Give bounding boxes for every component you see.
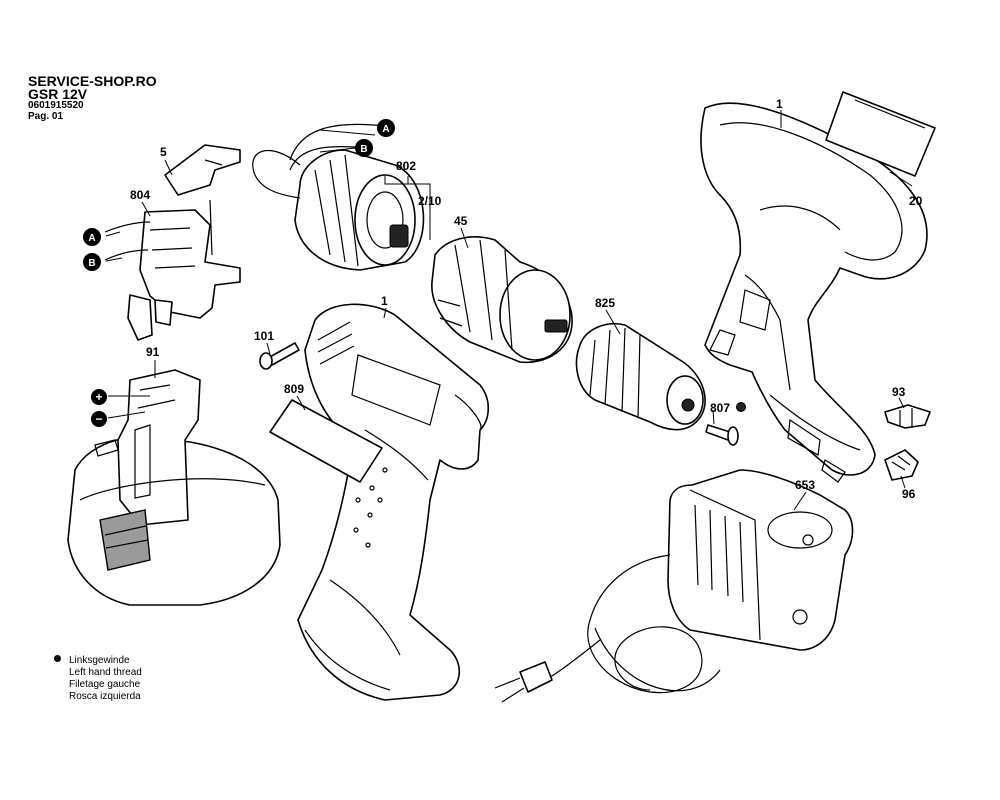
- callout-802: 802: [396, 159, 416, 173]
- svg-text:A: A: [382, 124, 389, 135]
- motor: [252, 123, 425, 271]
- callout-653: 653: [795, 478, 815, 492]
- connector-a-top: A: [377, 119, 395, 137]
- label-strip: [825, 91, 936, 177]
- callout-5: 5: [160, 145, 167, 159]
- legend-line-en: Left hand thread: [69, 667, 142, 678]
- callout-91: 91: [146, 345, 160, 359]
- connector-b-left: B: [83, 253, 101, 271]
- legend-line-es: Rosca izquierda: [69, 691, 141, 702]
- callout-96: 96: [902, 487, 916, 501]
- callout-93: 93: [892, 385, 906, 399]
- model-name: GSR 12V: [28, 86, 88, 102]
- spring-clip: [164, 144, 241, 196]
- legend-line-de: Linksgewinde: [69, 655, 130, 666]
- callout-1-top: 1: [776, 97, 783, 111]
- housing-half-left: [297, 303, 490, 701]
- plus-terminal-marker: +: [91, 389, 107, 405]
- leader-lines: [105, 110, 913, 511]
- side-label: [269, 399, 383, 483]
- callout-101: 101: [254, 329, 274, 343]
- left-thread-dot-icon: [54, 655, 61, 662]
- shop-title: SERVICE-SHOP.RO: [28, 73, 157, 89]
- callout-809: 809: [284, 382, 304, 396]
- switch: [104, 199, 241, 341]
- callout-20: 20: [909, 194, 923, 208]
- bit-holder: [884, 449, 919, 481]
- connector-a-left: A: [83, 228, 101, 246]
- svg-text:B: B: [88, 258, 95, 269]
- callout-825: 825: [595, 296, 615, 310]
- battery-pack: [67, 369, 281, 606]
- minus-terminal-marker: −: [91, 411, 107, 427]
- chuck: [575, 323, 706, 431]
- connector-b-top: B: [355, 139, 373, 157]
- callout-807: 807: [710, 401, 730, 415]
- part-number: 0601915520: [28, 100, 84, 111]
- callout-45: 45: [454, 214, 468, 228]
- svg-text:−: −: [95, 412, 102, 426]
- svg-text:+: +: [95, 390, 102, 404]
- callout-804: 804: [130, 188, 150, 202]
- page-number: Pag. 01: [28, 111, 64, 122]
- legend-line-fr: Filetage gauche: [69, 679, 141, 690]
- callout-1-mid: 1: [381, 294, 388, 308]
- screwdriver-bit: [884, 404, 931, 429]
- screw-807: [705, 402, 746, 446]
- callout-2-10: 2/10: [418, 194, 442, 208]
- gearbox: [431, 236, 573, 364]
- charger: [494, 469, 854, 703]
- svg-text:B: B: [360, 144, 367, 155]
- screw-101: [259, 342, 300, 370]
- thread-legend: Linksgewinde Left hand thread Filetage g…: [54, 655, 142, 703]
- svg-text:A: A: [88, 233, 95, 244]
